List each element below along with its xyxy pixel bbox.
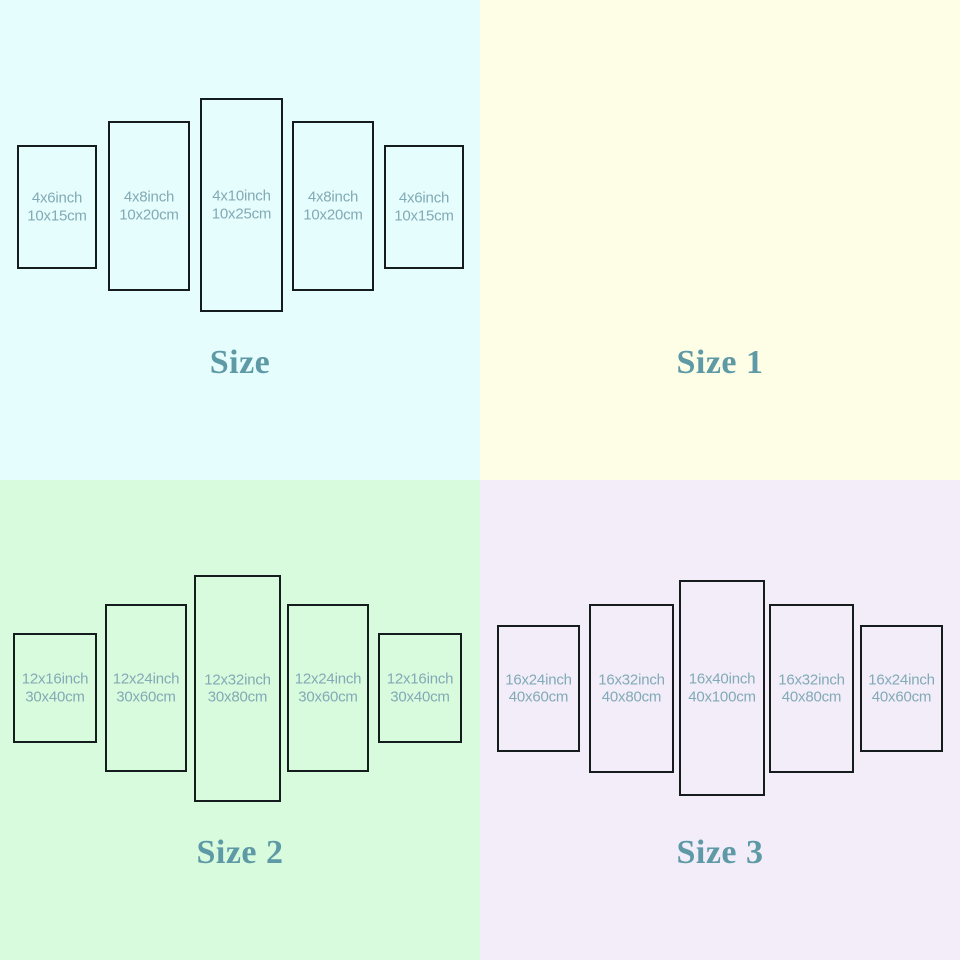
panel-size-centimeters: 40x80cm (781, 688, 842, 706)
panel-size-inches: 12x32inch (204, 670, 271, 688)
panel-size-centimeters: 10x15cm (27, 207, 87, 224)
panel-size-inches: 16x24inch (868, 670, 935, 688)
panel-size-inches: 4x8inch (307, 188, 359, 206)
size-variant-title: Size 2 (196, 834, 284, 871)
panel-size-inches: 4x10inch (212, 187, 271, 205)
panel-size-inches: 4x8inch (123, 188, 175, 206)
panel-size-centimeters: 10x20cm (303, 206, 363, 223)
panel-size-inches: 4x6inch (398, 189, 450, 207)
size-variant-title: Size 1 (676, 344, 764, 381)
panel-size-centimeters: 30x40cm (25, 688, 85, 705)
panel-size-centimeters: 40x100cm (688, 688, 756, 705)
panel-size-centimeters: 40x60cm (508, 688, 569, 706)
panel-size-centimeters: 30x60cm (298, 688, 358, 705)
panel-size-centimeters: 30x40cm (390, 688, 450, 705)
panel-size-centimeters: 10x20cm (119, 206, 179, 223)
panel-size-inches: 16x32inch (598, 670, 665, 688)
panel-size-inches: 16x32inch (778, 670, 845, 688)
panel-size-inches: 16x24inch (505, 670, 572, 688)
panel-size-centimeters: 30x80cm (207, 688, 268, 706)
panel-group: 8x14inch20x35cm8x18inch20x45cm8x22inch20… (480, 0, 960, 480)
panel-size-centimeters: 40x80cm (601, 688, 662, 706)
panel-size-inches: 4x6inch (31, 189, 83, 207)
size-variant-title: Size (209, 344, 271, 381)
panel-size-centimeters: 30x60cm (116, 688, 176, 705)
panel-size-inches: 12x16inch (386, 670, 454, 688)
size-variant-title: Size 3 (676, 834, 764, 871)
panel-size-centimeters: 10x15cm (394, 207, 454, 224)
panel-size-centimeters: 10x25cm (211, 205, 272, 222)
panel-size-centimeters: 40x60cm (871, 688, 932, 706)
panel-size-inches: 12x16inch (21, 670, 89, 688)
panel-size-inches: 16x40inch (688, 670, 756, 688)
size-variant-size-1: 8x14inch20x35cm8x18inch20x45cm8x22inch20… (480, 0, 960, 480)
panel-size-inches: 12x24inch (294, 670, 362, 688)
panel-size-inches: 12x24inch (112, 670, 180, 688)
